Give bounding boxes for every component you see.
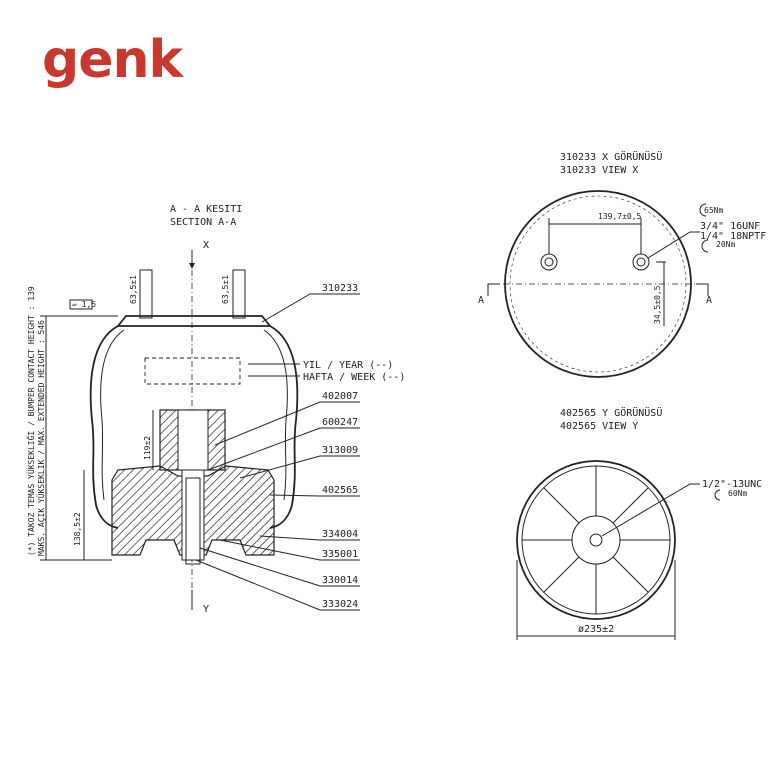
- section-mark-left: A: [478, 295, 484, 306]
- diameter-dim: ø235±2: [578, 624, 614, 635]
- leader-334004: [259, 535, 360, 541]
- right-stud: [232, 269, 246, 319]
- leader-333024: [195, 559, 360, 611]
- genk-logo: genk: [42, 30, 183, 90]
- thread-leader: [647, 231, 700, 259]
- bellows-left: [89, 325, 119, 529]
- right-stud-hole: [632, 253, 650, 271]
- leader-600247: [207, 427, 360, 471]
- leader-310233: [261, 293, 360, 323]
- section-cut-right: [696, 283, 709, 296]
- callout-402565: 402565: [322, 485, 358, 496]
- dim-inner: 119±2: [143, 436, 152, 460]
- view-y-title-tr: 402565 Y GÖRÜNÜSÜ: [560, 406, 662, 419]
- section-a-a: A - A KESITI SECTION A-A X Y 63,5±1 63,5…: [25, 204, 405, 615]
- hub-torque: 60Nm: [728, 489, 747, 498]
- leader-313009: [239, 455, 360, 479]
- wrench-icon-3: [714, 489, 721, 501]
- stud-right-dim: 63,5±1: [221, 275, 230, 304]
- side-note-1: (*) TAKOZ TEMAS YÜKSEKLIĞI / BUMPER CONT…: [25, 286, 36, 556]
- section-cut-left: [487, 283, 500, 296]
- view-y-title-en: 402565 VIEW Y: [560, 421, 638, 432]
- view-x: 310233 X GÖRÜNÜSÜ 310233 VIEW X A A 139,…: [478, 150, 766, 378]
- bumper-core: [177, 409, 209, 471]
- left-stud-hole: [540, 253, 558, 271]
- side-note-2: MAKS. AÇIK YÜKSEKLIK / MAX. EXTENDED HEI…: [36, 320, 46, 556]
- axis-y-label: Y: [203, 604, 209, 615]
- top-plate: [116, 315, 272, 327]
- piston-bolt-hole: [589, 533, 603, 547]
- section-mark-right: A: [706, 295, 712, 306]
- thread-14npt: 1/4" 18NPTF: [700, 231, 766, 242]
- bellows-left-inner: [100, 329, 125, 501]
- hub-thread-leader: [601, 483, 700, 537]
- axis-x-label: X: [203, 240, 209, 251]
- torque-20: 20Nm: [716, 240, 735, 249]
- callout-335001: 335001: [322, 549, 358, 560]
- wrench-icon-2: [701, 239, 709, 253]
- callout-330014: 330014: [322, 575, 358, 586]
- callout-334004: 334004: [322, 529, 358, 540]
- piston-hub: [571, 515, 621, 565]
- view-x-title-en: 310233 VIEW X: [560, 165, 638, 176]
- callout-600247: 600247: [322, 417, 358, 428]
- section-title-en: SECTION A-A: [170, 217, 236, 228]
- right-stud-hole-inner: [636, 257, 646, 267]
- wrench-icon: [699, 203, 707, 217]
- piston-ribs: [522, 466, 670, 614]
- callout-year: YIL / YEAR (--): [303, 360, 393, 371]
- piston-bore: [181, 469, 205, 561]
- bellows-right: [269, 325, 299, 529]
- flatness-symbol: ▱ 1,5: [72, 300, 96, 309]
- dim-lower: 138,5±2: [73, 512, 82, 546]
- callout-week: HAFTA / WEEK (--): [303, 372, 405, 383]
- leader-330014: [199, 547, 360, 587]
- torque-65: 65Nm: [704, 206, 723, 215]
- callout-402007: 402007: [322, 391, 358, 402]
- thread-34unf: 3/4" 16UNF: [700, 221, 760, 232]
- callout-310233: 310233: [322, 283, 358, 294]
- offset-dim: 34,5±0,5: [653, 285, 662, 324]
- flatness-box: [69, 299, 93, 310]
- left-stud: [139, 269, 153, 319]
- bellows-right-inner: [263, 329, 288, 501]
- date-stamp-box: [144, 357, 241, 385]
- leader-335001: [219, 539, 360, 561]
- callout-313009: 313009: [322, 445, 358, 456]
- leader-402007: [214, 401, 360, 446]
- center-bolt: [185, 477, 201, 565]
- stud-left-dim: 63,5±1: [129, 275, 138, 304]
- callout-333024: 333024: [322, 599, 358, 610]
- left-stud-hole-inner: [544, 257, 554, 267]
- view-x-title-tr: 310233 X GÖRÜNÜSÜ: [560, 150, 662, 163]
- view-y: 402565 Y GÖRÜNÜSÜ 402565 VIEW Y ø235±2 1…: [516, 406, 762, 640]
- piston-outer-ring: [516, 460, 676, 620]
- leader-402565: [269, 494, 360, 497]
- spacing-dim: 139,7±0,5: [598, 212, 642, 221]
- hub-thread: 1/2"-13UNC: [702, 479, 762, 490]
- section-title-tr: A - A KESITI: [170, 204, 242, 215]
